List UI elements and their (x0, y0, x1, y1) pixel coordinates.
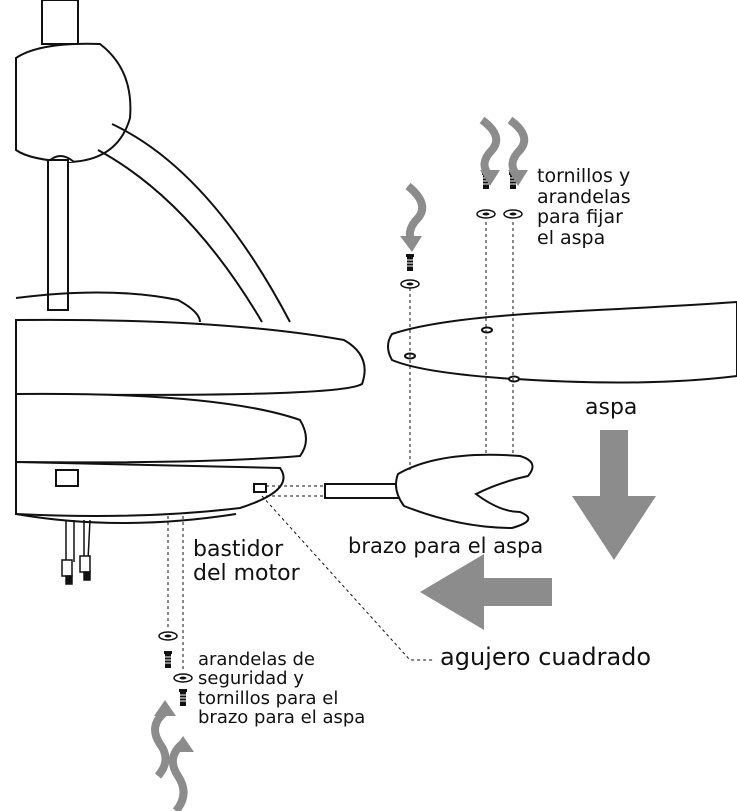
lock-washers-label-line-2: seguridad y (198, 668, 304, 690)
blade-arm (324, 453, 534, 530)
square-hole-label: agujero cuadrado (440, 643, 652, 671)
blade-arm-label: brazo para el aspa (348, 534, 544, 558)
motor-housing-label-line-2: del motor (193, 560, 300, 586)
curved-arrow-icon (151, 116, 529, 811)
curved-arrow-heads (154, 170, 528, 752)
lock-washers-label-line-3: tornillos para el (198, 687, 339, 709)
blade-label: aspa (585, 395, 638, 420)
assembly-guide-lines (167, 222, 514, 672)
motor-housing-label-line-1: bastidor (193, 537, 284, 562)
lock-washers-label-line-1: arandelas de (198, 649, 315, 670)
lock-washers-label: arandelas de seguridad y tornillos para … (198, 650, 365, 728)
blade-screws-label-line-3: para fijar (537, 206, 623, 229)
fan-wires (61, 519, 91, 585)
fan-motor-body (15, 0, 366, 524)
lock-washers-label-line-4: brazo para el aspa (198, 707, 366, 729)
blade-screws-label-line-2: arandelas (537, 185, 631, 208)
blade-screws-label: tornillos y arandelas para fijar el aspa (537, 166, 631, 248)
fan-blade (387, 300, 737, 384)
blade-screws-label-line-4: el aspa (537, 226, 606, 249)
blade-screws-label-line-1: tornillos y (537, 165, 631, 187)
arrow-down-icon (572, 430, 656, 560)
arrow-left-icon (420, 554, 552, 630)
motor-housing-label: bastidor del motor (193, 538, 300, 586)
